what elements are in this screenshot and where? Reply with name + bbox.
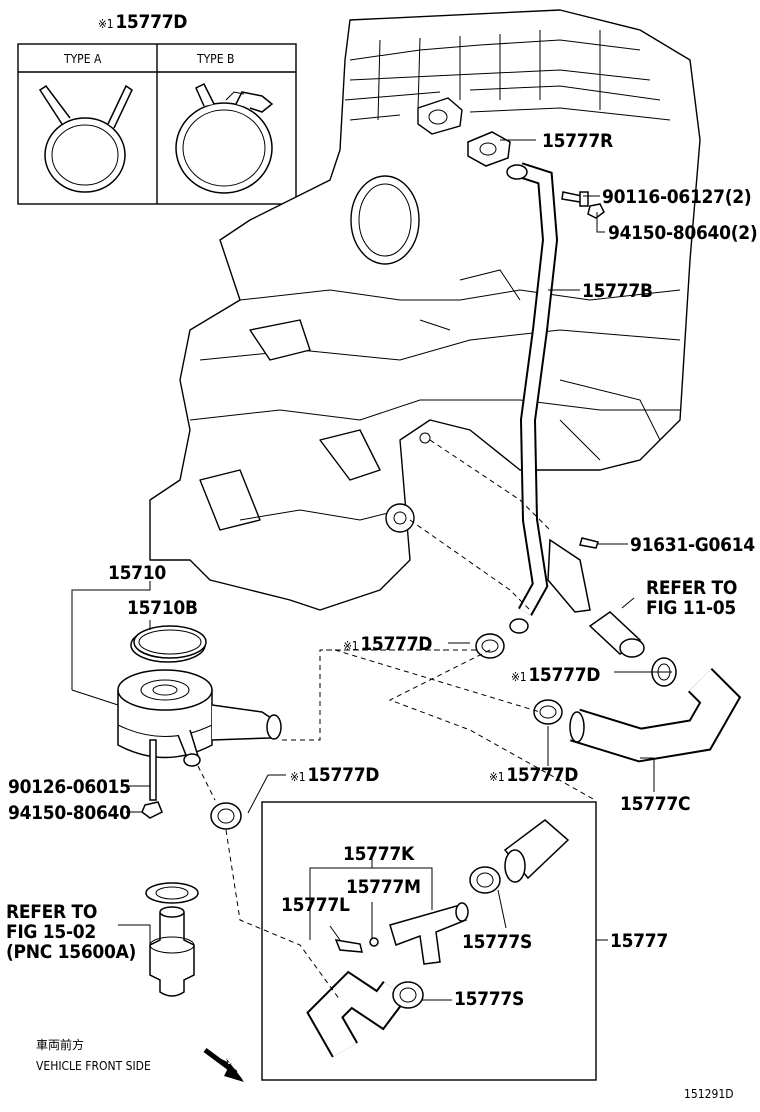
- engine-block-drawing: [149, 9, 701, 611]
- clamp-type-b-drawing: [175, 82, 274, 194]
- vehicle-front-jp: 車両前方: [36, 1037, 84, 1052]
- diagram-id: 151291D: [684, 1087, 734, 1101]
- clamp-15777D-c-drawing: [533, 699, 563, 725]
- type-b-label: TYPE B: [196, 52, 234, 66]
- part-label-94150-80640: 94150-80640: [8, 802, 131, 824]
- front-arrow-icon: [203, 1047, 244, 1082]
- part-label-90116-06127: 90116-06127(2): [602, 186, 751, 208]
- clamp-15777D-a-drawing: [475, 633, 505, 659]
- fig-15-02-label: FIG 15-02: [6, 921, 96, 943]
- refer-to-label-1: REFER TO: [646, 577, 737, 599]
- note-mark-c: ※1: [489, 770, 504, 784]
- part-label-15777M: 15777M: [346, 876, 421, 898]
- part-label-94150-80640-2: 94150-80640(2): [608, 222, 757, 244]
- part-label-15777R: 15777R: [542, 130, 613, 152]
- part-labels: 15777R 90116-06127(2) 94150-80640(2) 157…: [6, 130, 758, 1101]
- kit-15777-box: [261, 801, 597, 1081]
- part-label-15777D-b: 15777D: [528, 664, 600, 686]
- part-label-15710: 15710: [108, 562, 166, 584]
- note-mark-a: ※1: [343, 639, 358, 653]
- oil-cooler-15710-drawing: [117, 625, 282, 830]
- part-label-15777B: 15777B: [582, 280, 653, 302]
- part-label-15777K: 15777K: [343, 843, 415, 865]
- part-label-15777L: 15777L: [281, 894, 350, 916]
- part-label-15777D-c: 15777D: [506, 764, 578, 786]
- part-label-91631-G0614: 91631-G0614: [630, 534, 755, 556]
- union-fitting-drawing: [145, 882, 199, 997]
- part-label-15777D-header: 15777D: [115, 11, 187, 33]
- part-label-15777: 15777: [610, 930, 668, 952]
- part-label-90126-06015: 90126-06015: [8, 776, 131, 798]
- note-mark-d: ※1: [290, 770, 305, 784]
- part-label-15777S-a: 15777S: [462, 931, 532, 953]
- part-label-15777S-b: 15777S: [454, 988, 524, 1010]
- type-a-label: TYPE A: [63, 52, 102, 66]
- pnc-label: (PNC 15600A): [6, 941, 136, 963]
- part-label-15777D-a: 15777D: [360, 633, 432, 655]
- hose-15777C-drawing: [475, 611, 742, 763]
- part-label-15777D-d: 15777D: [307, 764, 379, 786]
- leader-lines: [71, 139, 672, 1001]
- note-mark-b: ※1: [511, 670, 526, 684]
- fig-11-05-label: FIG 11-05: [646, 597, 736, 619]
- oil-pipe-15777B-drawing: [506, 162, 605, 634]
- part-label-15777C: 15777C: [620, 793, 690, 815]
- note-mark: ※1: [98, 17, 113, 31]
- vehicle-front-en: VEHICLE FRONT SIDE: [36, 1059, 151, 1073]
- refer-to-label-2: REFER TO: [6, 901, 97, 923]
- clamp-type-a-drawing: [38, 84, 133, 193]
- part-label-15710B: 15710B: [127, 597, 198, 619]
